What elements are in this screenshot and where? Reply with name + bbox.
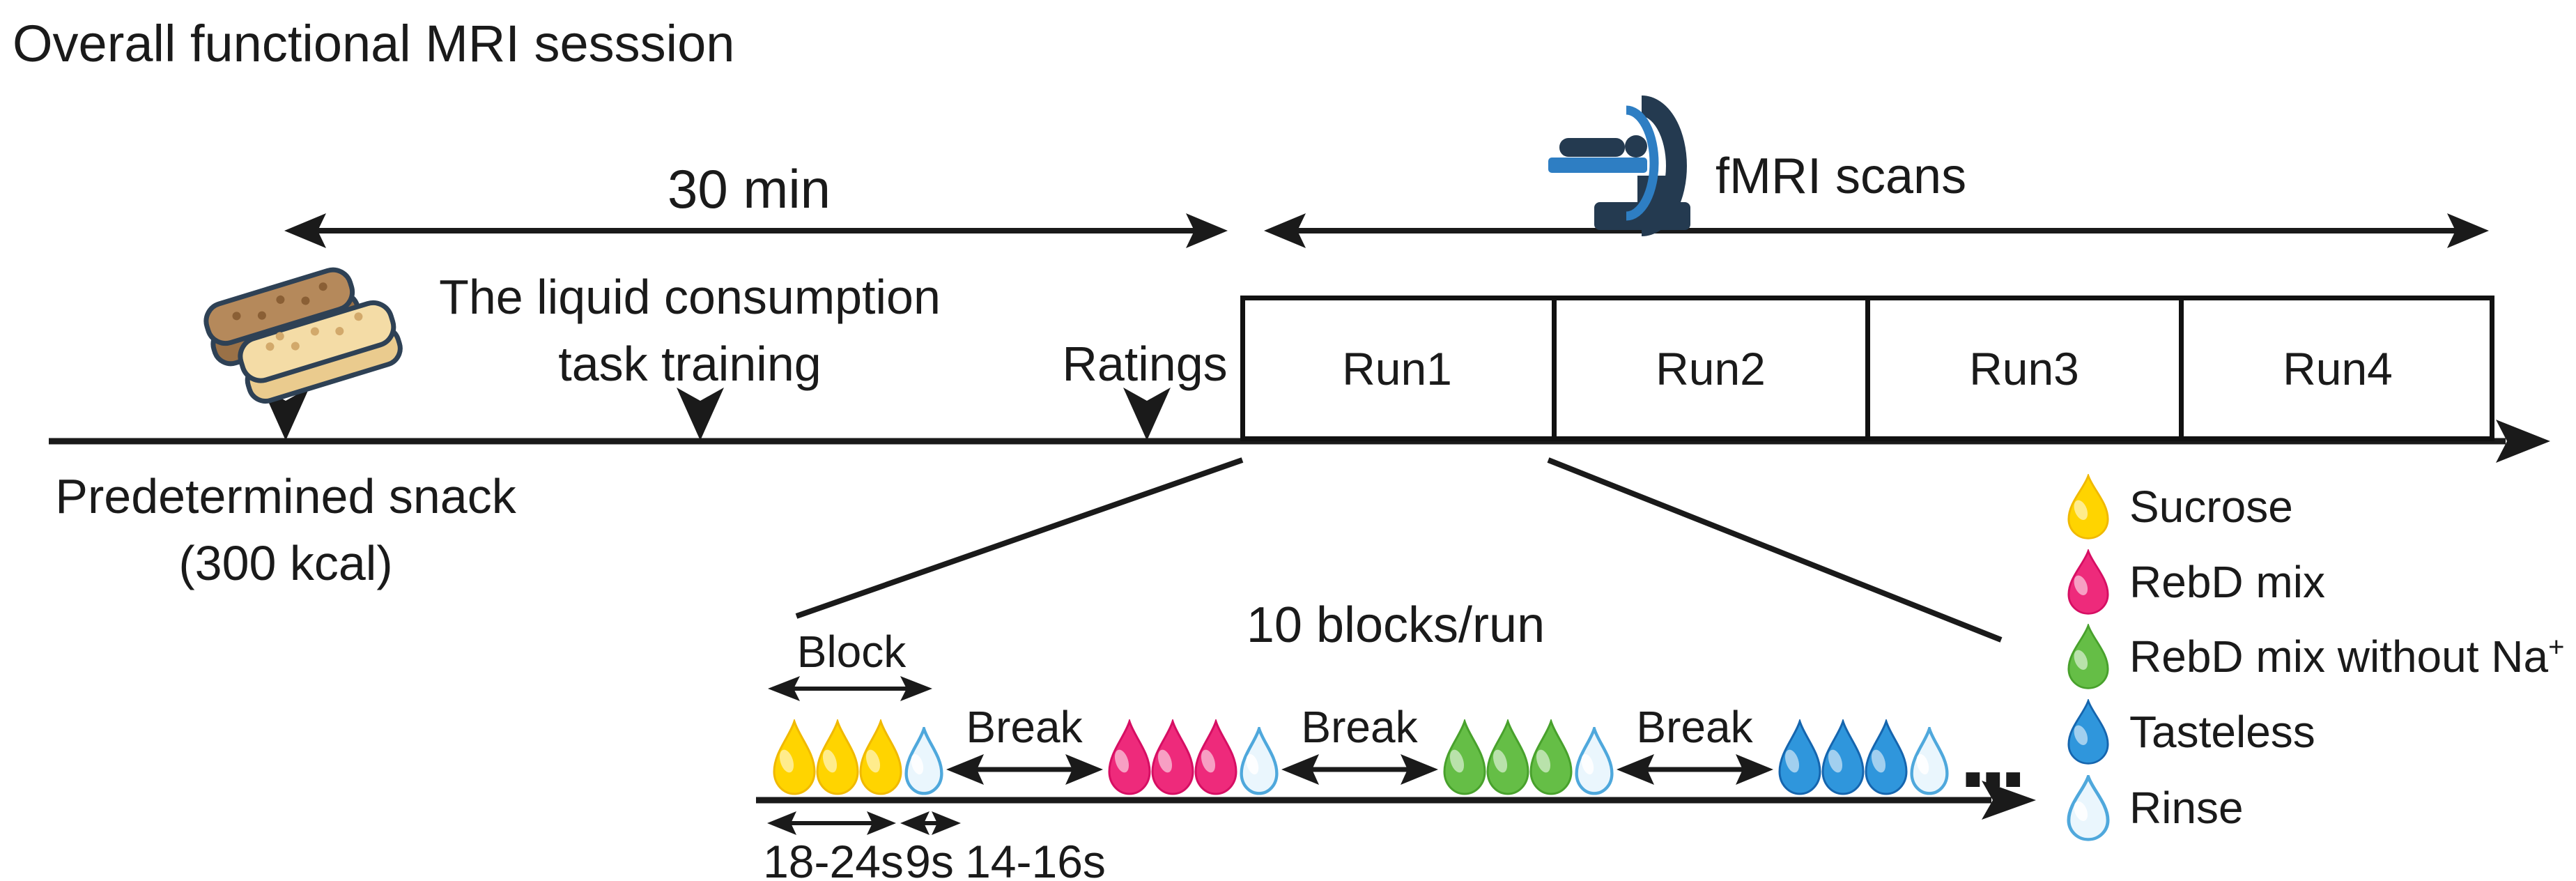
sequence-rinse-droplet [1910, 723, 1949, 799]
sequence-droplet [815, 718, 860, 799]
sequence-rinse-droplet [1240, 723, 1279, 799]
droplet-tasteless [1778, 718, 1821, 795]
droplet-rebd_mix [1108, 718, 1151, 795]
run2-box: Run2 [1656, 342, 1766, 394]
sucrose-droplet-icon [2067, 472, 2110, 540]
expansion-line-left [795, 457, 1244, 619]
sequence-droplet [1486, 718, 1530, 799]
legend-label-rinse: Rinse [2129, 783, 2244, 833]
droplet-rebd_mix [1194, 718, 1237, 795]
training-marker-icon [677, 388, 724, 441]
sequence-droplet [1864, 718, 1908, 799]
sequence-rinse-droplet [904, 723, 943, 799]
snack-label-line2: (300 kcal) [178, 536, 393, 590]
sequence-droplet [1150, 718, 1195, 799]
sequence-droplet [1777, 718, 1822, 799]
droplet-rinse [1240, 723, 1279, 795]
rinse-droplet-icon [2067, 771, 2110, 841]
sequence-droplet [1821, 718, 1865, 799]
duration-arrow [284, 213, 1228, 248]
mri-scanner-icon [1548, 95, 1690, 236]
rinse-duration-arrow [900, 811, 961, 835]
block-group-tasteless [1777, 718, 1952, 799]
sequence-droplet [858, 718, 903, 799]
droplet-rebd_mix_no_na [1529, 718, 1573, 795]
droplet-rinse [904, 723, 943, 795]
break-arrow-3 [1617, 754, 1773, 785]
break-label-1: Break [966, 702, 1083, 752]
fmri-scans-arrow [1264, 213, 2489, 248]
run1-box: Run1 [1342, 342, 1452, 394]
sequence-continues-indicator: ... [1959, 698, 2027, 808]
run-divider-1 [1552, 297, 1557, 440]
sequence-droplet [1194, 718, 1238, 799]
droplet-sucrose [2067, 472, 2109, 539]
training-label-line2: task training [558, 337, 822, 391]
timing-label-break: 14-16s [965, 836, 1106, 881]
block-sequence-baseline-arrow [756, 781, 2036, 820]
timing-label-stimulus: 18-24s [763, 836, 904, 881]
droplet-rinse [1575, 723, 1614, 795]
droplet-sucrose [859, 718, 902, 795]
legend-item-sucrose: Sucrose [2067, 472, 2293, 541]
droplet-tasteless [2067, 697, 2109, 765]
figure-title: Overall functional MRI sesssion [13, 15, 735, 72]
legend-label-rebd-mix: RebD mix [2129, 557, 2325, 607]
tasteless-droplet-icon [2067, 697, 2110, 765]
ratings-marker-icon [1123, 388, 1171, 441]
legend-label-tasteless: Tasteless [2129, 707, 2315, 757]
expansion-line-right [1547, 457, 2003, 643]
rebd-mix-no-na-droplet-icon [2067, 622, 2110, 690]
legend-item-rebd-mix: RebD mix [2067, 547, 2325, 616]
droplet-sucrose [773, 718, 816, 795]
block-group-sucrose [772, 718, 946, 799]
fmri-scans-label: fMRI scans [1715, 148, 1967, 204]
break-arrow-2 [1281, 754, 1438, 785]
sequence-droplet [1107, 718, 1152, 799]
sequence-droplet [1529, 718, 1573, 799]
break-label-2: Break [1301, 702, 1418, 752]
snack-bars-icon [203, 267, 403, 404]
run-divider-2 [1865, 297, 1870, 440]
block-group-rebd-mix [1107, 718, 1281, 799]
sequence-droplet [1442, 718, 1487, 799]
legend-label-sucrose: Sucrose [2129, 482, 2293, 532]
timing-label-rinse: 9s [905, 836, 954, 881]
session-timeline [49, 420, 2550, 463]
droplet-rebd_mix [1151, 718, 1194, 795]
snack-label-line1: Predetermined snack [55, 469, 516, 523]
block-extent-arrow [768, 676, 932, 701]
legend-item-rebd-mix-no-na: RebD mix without Na+ [2067, 622, 2564, 691]
blocks-per-run-label: 10 blocks/run [1246, 597, 1545, 653]
droplet-tasteless [1821, 718, 1865, 795]
block-label: Block [796, 627, 907, 677]
droplet-tasteless [1865, 718, 1908, 795]
droplet-rebd_mix_no_na [1443, 718, 1486, 795]
legend-item-rinse: Rinse [2067, 771, 2244, 842]
break-label-3: Break [1636, 702, 1753, 752]
training-label-line1: The liquid consumption [439, 270, 941, 324]
rebd-mix-droplet-icon [2067, 547, 2110, 615]
run3-box: Run3 [1969, 342, 2079, 394]
duration-label: 30 min [667, 158, 831, 220]
legend-label-rebd-mix-no-na: RebD mix without Na+ [2129, 631, 2565, 682]
droplet-rinse [2067, 771, 2110, 841]
legend-item-tasteless: Tasteless [2067, 697, 2315, 766]
run-divider-3 [2179, 297, 2184, 440]
droplet-rebd_mix_no_na [1486, 718, 1529, 795]
break-arrow-1 [946, 754, 1103, 785]
sequence-rinse-droplet [1575, 723, 1614, 799]
stimulus-duration-arrow [767, 811, 896, 835]
droplet-sucrose [816, 718, 859, 795]
droplet-rebd_mix [2067, 547, 2109, 615]
ratings-label: Ratings [1062, 337, 1228, 391]
sequence-droplet [772, 718, 817, 799]
droplet-rebd_mix_no_na [2067, 622, 2109, 689]
droplet-rinse [1910, 723, 1949, 795]
block-group-rebd-mix-no-na [1442, 718, 1617, 799]
run4-box: Run4 [2283, 342, 2393, 394]
